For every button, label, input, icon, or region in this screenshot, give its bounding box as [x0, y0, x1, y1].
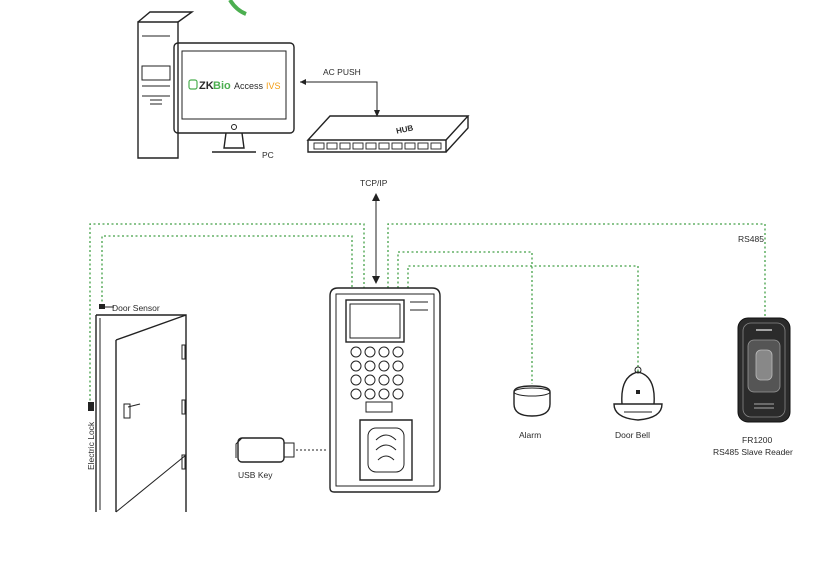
ac-push-link [300, 79, 380, 117]
hub-switch [306, 115, 470, 153]
door-sensor-label: Door Sensor [112, 303, 160, 313]
alarm-wire [397, 251, 533, 384]
alarm-siren [513, 385, 551, 417]
usb-key [235, 437, 295, 463]
brand-ivs: IVS [266, 81, 281, 91]
reader-desc-label: RS485 Slave Reader [713, 447, 793, 457]
usb-key-label: USB Key [238, 470, 273, 480]
access-terminal [329, 287, 441, 493]
door [95, 314, 187, 513]
pc-tower [137, 11, 195, 159]
door-bell [613, 366, 663, 421]
electric-lock-label: Electric Lock [86, 421, 96, 470]
zkbio-logo: ZK Bio Access IVS [188, 79, 281, 92]
hub-label: HUB [395, 123, 414, 135]
brand-access: Access [234, 81, 264, 91]
rs485-label: RS485 [738, 234, 764, 244]
decorative-arc [228, 0, 247, 16]
electric-lock-wire [89, 223, 365, 405]
electric-lock-icon [88, 402, 94, 411]
door-sensor-wire [101, 235, 353, 306]
brand-bio: Bio [213, 80, 231, 92]
fr1200-reader [737, 317, 791, 423]
door-bell-wire [407, 265, 639, 372]
door-bell-label: Door Bell [615, 430, 650, 440]
zkbio-mark-icon [188, 79, 198, 90]
alarm-label: Alarm [519, 430, 541, 440]
pc-monitor [173, 42, 295, 153]
ac-push-label: AC PUSH [323, 67, 361, 77]
brand-zk: ZK [199, 80, 214, 92]
reader-model-label: FR1200 [742, 435, 773, 445]
pc-label: PC [262, 150, 274, 160]
door-sensor-icon [99, 304, 105, 309]
tcp-ip-label: TCP/IP [360, 178, 388, 188]
tcp-ip-link [372, 193, 380, 284]
rs485-wire [387, 223, 766, 318]
